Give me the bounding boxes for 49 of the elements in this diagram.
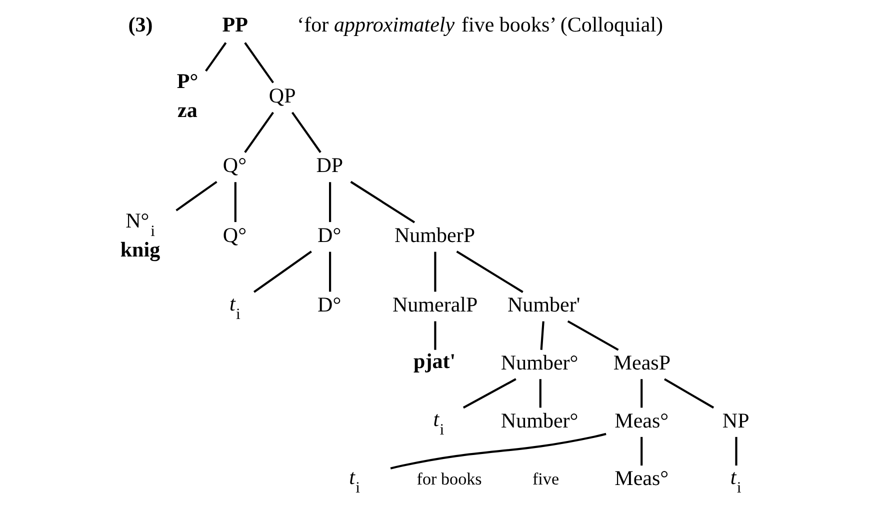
connector — [252, 250, 312, 293]
node-text: NP — [722, 408, 749, 432]
node-text: QP — [268, 84, 296, 108]
node-text: NumberP — [394, 222, 475, 247]
connector — [538, 379, 541, 408]
connector — [244, 42, 274, 84]
node-text: Number° — [500, 350, 578, 374]
connector — [566, 320, 618, 351]
node-text: NumeralP — [392, 292, 478, 317]
node-text: Q° — [222, 153, 246, 178]
connector — [540, 321, 544, 350]
node-text: Number' — [507, 292, 580, 317]
node-text: DP — [316, 153, 343, 178]
connector — [640, 436, 642, 466]
node-text: Number° — [500, 408, 578, 432]
connector — [350, 180, 415, 224]
label: five — [532, 470, 559, 489]
node-text: Meas° — [614, 408, 668, 432]
connector — [640, 379, 642, 408]
connector — [328, 182, 331, 222]
connector — [462, 378, 516, 409]
connector — [234, 182, 236, 222]
node-text: D° — [317, 292, 341, 317]
connector — [456, 250, 523, 293]
connector — [434, 252, 436, 292]
connector — [390, 432, 606, 470]
connector — [244, 112, 274, 153]
connector — [328, 252, 331, 292]
connector — [434, 321, 436, 350]
connector — [663, 378, 714, 409]
node-text: t$_{i}$ — [228, 291, 240, 323]
node-text: t$_{i}$ — [348, 464, 360, 496]
connector — [175, 180, 217, 212]
node-text: P° za — [176, 69, 198, 122]
node-text: t$_{i}$ — [432, 406, 444, 438]
node-text: pjat' — [413, 349, 456, 374]
node-text: Q° — [222, 222, 246, 247]
label: (3) — [128, 12, 152, 37]
label: for books — [416, 470, 482, 489]
node-text: MeasP — [612, 350, 670, 374]
node-text: t$_{i}$ — [730, 464, 741, 496]
node-text: PP — [222, 12, 248, 37]
node-text: Meas° — [614, 466, 668, 490]
connector — [734, 436, 737, 466]
connector — [290, 112, 321, 153]
node-text: D° — [317, 222, 341, 247]
connector — [204, 42, 226, 72]
label: ‘for approximately five books’ (Colloquial) — [296, 12, 663, 37]
node-text: N°$_{i}$ knig — [120, 208, 160, 262]
